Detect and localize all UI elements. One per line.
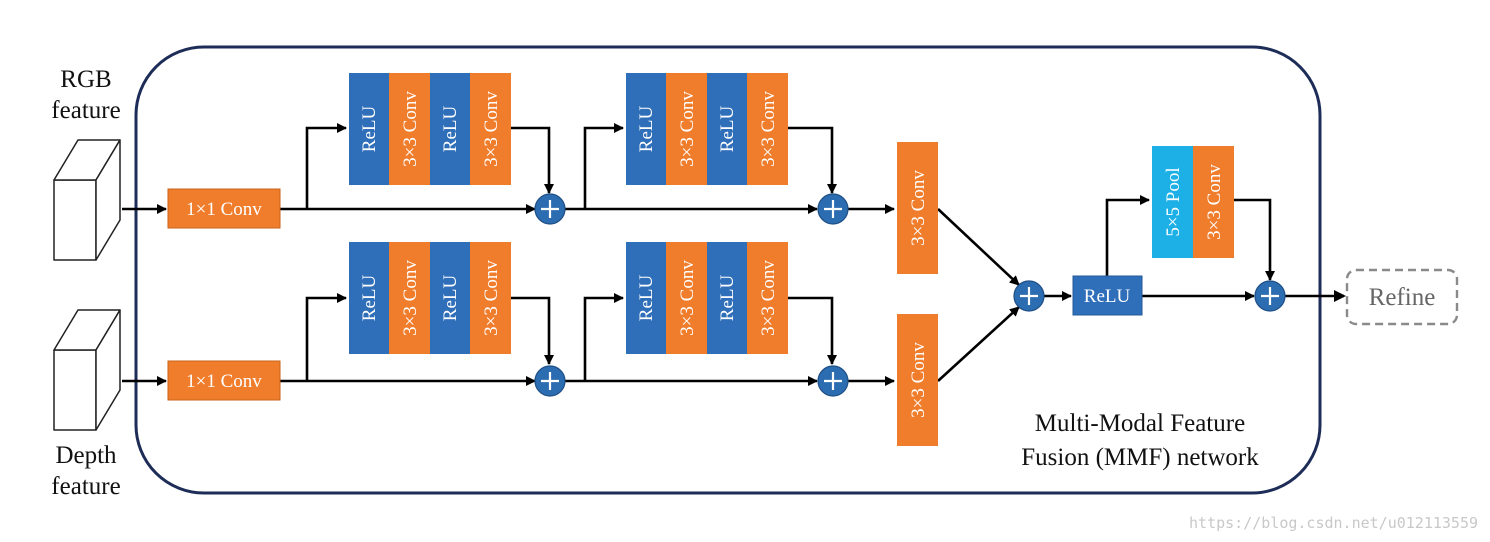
svg-text:ReLU: ReLU bbox=[359, 275, 380, 322]
svg-text:3×3 Conv: 3×3 Conv bbox=[758, 260, 779, 336]
network-frame bbox=[134, 45, 1322, 495]
refine-output: Refine bbox=[1345, 268, 1459, 326]
conv3x3-block: 3×3 Conv bbox=[470, 242, 511, 354]
svg-text:3×3 Conv: 3×3 Conv bbox=[400, 91, 421, 167]
network-caption-line1: Multi-Modal Feature bbox=[1035, 410, 1245, 437]
svg-text:ReLU: ReLU bbox=[359, 106, 380, 153]
rgb-label-line2: feature bbox=[51, 97, 120, 124]
svg-text:ReLU: ReLU bbox=[636, 275, 657, 322]
depth-label-line2: feature bbox=[51, 473, 120, 500]
rgb-feature-cube-icon bbox=[53, 139, 121, 261]
relu-block: ReLU bbox=[707, 73, 747, 185]
svg-text:3×3 Conv: 3×3 Conv bbox=[481, 91, 502, 167]
relu-block: ReLU bbox=[349, 73, 389, 185]
svg-text:3×3 Conv: 3×3 Conv bbox=[677, 91, 698, 167]
fusion-relu-block: ReLU bbox=[1072, 275, 1143, 316]
sum-nodes bbox=[534, 193, 1286, 397]
rgb-1x1-conv-block: 1×1 Conv bbox=[167, 188, 281, 229]
edges bbox=[122, 123, 1346, 386]
chained-pool-block: 5×5 Pool 3×3 Conv bbox=[1152, 146, 1234, 258]
conv3x3-block: 3×3 Conv bbox=[747, 73, 788, 185]
relu-block: ReLU bbox=[707, 242, 747, 354]
conv3x3-block: 3×3 Conv bbox=[389, 242, 430, 354]
svg-text:Refine: Refine bbox=[1369, 284, 1436, 311]
rcu-top-2: ReLU 3×3 Conv ReLU 3×3 Conv bbox=[626, 73, 788, 185]
rgb-label-line1: RGB bbox=[60, 66, 111, 93]
svg-text:3×3 Conv: 3×3 Conv bbox=[908, 170, 929, 246]
relu-block: ReLU bbox=[430, 73, 470, 185]
depth-1x1-conv-block: 1×1 Conv bbox=[167, 360, 281, 401]
relu-block: ReLU bbox=[349, 242, 389, 354]
svg-text:1×1 Conv: 1×1 Conv bbox=[186, 199, 262, 220]
svg-text:3×3 Conv: 3×3 Conv bbox=[908, 342, 929, 418]
relu-block: ReLU bbox=[626, 242, 666, 354]
depth-output-conv3x3-block: 3×3 Conv bbox=[897, 314, 938, 446]
rcu-bottom-2: ReLU 3×3 Conv ReLU 3×3 Conv bbox=[626, 242, 788, 354]
conv3x3-block: 3×3 Conv bbox=[1193, 146, 1234, 258]
rcu-bottom-1: ReLU 3×3 Conv ReLU 3×3 Conv bbox=[349, 242, 511, 354]
conv3x3-block: 3×3 Conv bbox=[666, 242, 707, 354]
rcu-top-1: ReLU 3×3 Conv ReLU 3×3 Conv bbox=[349, 73, 511, 185]
relu-block: ReLU bbox=[430, 242, 470, 354]
pool5x5-block: 5×5 Pool bbox=[1152, 146, 1193, 258]
conv3x3-block: 3×3 Conv bbox=[666, 73, 707, 185]
svg-text:ReLU: ReLU bbox=[636, 106, 657, 153]
conv3x3-block: 3×3 Conv bbox=[747, 242, 788, 354]
rgb-output-conv3x3-block: 3×3 Conv bbox=[897, 142, 938, 274]
plus-icon bbox=[817, 365, 849, 397]
plus-icon bbox=[817, 193, 849, 225]
svg-text:ReLU: ReLU bbox=[717, 106, 738, 153]
svg-text:ReLU: ReLU bbox=[440, 106, 461, 153]
svg-text:5×5 Pool: 5×5 Pool bbox=[1163, 167, 1184, 236]
network-caption-line2: Fusion (MMF) network bbox=[1021, 444, 1259, 471]
depth-feature-cube-icon bbox=[53, 309, 121, 431]
plus-icon bbox=[534, 193, 566, 225]
svg-text:3×3 Conv: 3×3 Conv bbox=[758, 91, 779, 167]
plus-icon bbox=[1254, 280, 1286, 312]
depth-label-line1: Depth bbox=[55, 442, 117, 469]
plus-icon bbox=[1013, 280, 1045, 312]
relu-block: ReLU bbox=[626, 73, 666, 185]
svg-text:3×3 Conv: 3×3 Conv bbox=[481, 260, 502, 336]
svg-text:1×1 Conv: 1×1 Conv bbox=[186, 371, 262, 392]
plus-icon bbox=[534, 365, 566, 397]
svg-text:ReLU: ReLU bbox=[440, 275, 461, 322]
svg-text:3×3 Conv: 3×3 Conv bbox=[400, 260, 421, 336]
svg-text:ReLU: ReLU bbox=[717, 275, 738, 322]
svg-text:3×3 Conv: 3×3 Conv bbox=[1204, 164, 1225, 240]
conv3x3-block: 3×3 Conv bbox=[470, 73, 511, 185]
svg-text:3×3 Conv: 3×3 Conv bbox=[677, 260, 698, 336]
watermark: https://blog.csdn.net/u012113559 bbox=[1189, 514, 1478, 532]
svg-text:ReLU: ReLU bbox=[1084, 286, 1131, 307]
conv3x3-block: 3×3 Conv bbox=[389, 73, 430, 185]
